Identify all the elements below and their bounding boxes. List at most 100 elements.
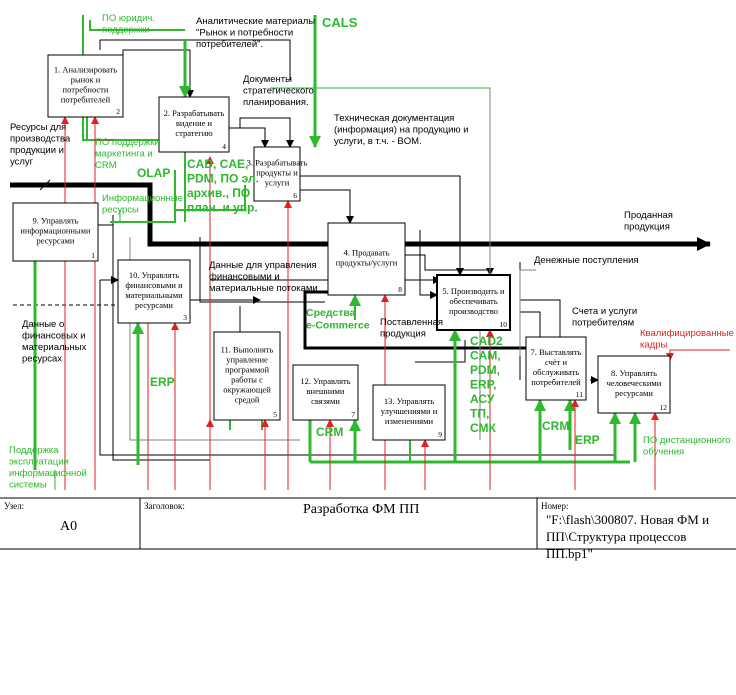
number-label: Номер: (541, 501, 569, 511)
cad2-cam-erp-label-line: ТП, (470, 407, 489, 421)
thin-green-arrows (54, 87, 490, 490)
number-value-line: ПП\Структура процессов (546, 529, 686, 544)
process-box-label-line: обслуживать (533, 367, 579, 377)
process-box-number: 7 (351, 410, 355, 419)
resources-label-line: услуг (10, 157, 34, 168)
analytic-materials-label: Аналитические материалы"Рынок и потребно… (196, 16, 315, 50)
process-box-label-line: производство (449, 306, 498, 316)
process-box-number: 4 (222, 142, 226, 151)
sold-products-label-line: продукция (624, 222, 670, 233)
sold-products-label-line: Проданная (624, 210, 673, 221)
ecommerce-label-line: Средства (306, 307, 356, 319)
title-block (0, 497, 736, 550)
cad-cae-pdm-label-line: CAD, CAE, (187, 157, 248, 171)
process-box-label-line: 12. Управлять (300, 376, 350, 386)
is-support-label-line: системы (9, 480, 47, 491)
marketing-crm-sw-label-line: маркетинга и (95, 149, 153, 160)
cad2-cam-erp-label-line: ERP, (470, 378, 496, 392)
process-box-label-line: счёт и (545, 357, 567, 367)
process-box-label-line: окружающей (223, 385, 271, 395)
process-box-label-line: 2. Разрабатывать (164, 108, 225, 118)
delivered-products-label-line: продукция (380, 329, 426, 340)
process-box-label-line: связями (311, 396, 340, 406)
info-resources-label-line: Информационные (102, 193, 183, 204)
is-support-label-line: Поддержка (9, 445, 59, 456)
title-block-text: Узел: A0 Заголовок: Разработка ФМ ПП Ном… (4, 501, 709, 561)
cad-cae-pdm-label-line: архив., ПО (187, 186, 250, 200)
strategy-docs-label-line: стратегического (243, 86, 314, 97)
process-box-label-line: услуги (265, 178, 290, 188)
process-box-label-line: 1. Анализировать (54, 65, 117, 75)
process-box-label-line: стратегию (175, 128, 213, 138)
process-box-label-line: ресурсами (37, 236, 75, 246)
erp-left-label-line: ERP (150, 375, 175, 389)
process-box-frame (253, 146, 301, 202)
process-box-number: 12 (660, 403, 668, 412)
cad2-cam-erp-label-line: CAM, (470, 349, 501, 363)
process-box-5[interactable]: 5. Производить иобеспечиватьпроизводство… (436, 274, 511, 331)
resources-label-line: производства (10, 134, 71, 145)
process-box-label-line: внешними (307, 386, 345, 396)
process-box-frame (372, 384, 446, 441)
cad-cae-pdm-label-line: PDM, ПО эл. (187, 172, 259, 186)
fin-mgmt-data-label-line: Данные для управления (209, 260, 317, 271)
process-box-11[interactable]: 11. Выполнятьуправлениепрограммойработы … (213, 331, 281, 421)
process-box-number: 9 (438, 430, 442, 439)
process-box-number: 6 (293, 191, 297, 200)
info-resources-label-line: ресурсы (102, 205, 139, 216)
fin-resources-data-label-line: материальных (22, 342, 87, 353)
olap-label: OLAP (137, 166, 170, 180)
analytic-materials-label-line: "Рынок и потребности (196, 28, 293, 39)
erp-right-label: ERP (575, 433, 600, 447)
process-box-label-line: 13. Управлять (384, 396, 434, 406)
qualified-staff-label-line: Квалифицированные (640, 328, 734, 339)
process-box-label-line: потребителей (61, 95, 111, 105)
fin-mgmt-data-label-line: материальные потоками (209, 283, 318, 294)
process-box-frame (47, 54, 124, 118)
legal-support-sw-label-line: ПО юридич. (102, 13, 155, 24)
is-support-label-line: эксплуатации (9, 457, 69, 468)
tech-docs-label-line: Техническая документация (334, 113, 454, 124)
process-box-label-line: продукты и (256, 168, 298, 178)
cad-cae-pdm-label-line: план. и упр. (187, 201, 258, 215)
strategy-docs-label-line: планирования. (243, 97, 309, 108)
red-arrows (61, 116, 730, 490)
process-box-label-line: финансовыми и (125, 280, 183, 290)
invoices-label-line: потребителям (572, 318, 634, 329)
process-box-frame (12, 202, 99, 262)
ecommerce-label-line: e-Commerce (306, 320, 370, 332)
process-box-label-line: материальными (125, 290, 183, 300)
strategy-docs-label-line: Документы (243, 74, 292, 85)
delivered-products-label-line: Поставленная (380, 317, 443, 328)
cad2-cam-erp-label-line: АСУ (470, 392, 495, 406)
process-box-number: 1 (91, 251, 95, 260)
process-box-label-line: потребности (63, 85, 109, 95)
process-box-label-line: управление (226, 355, 268, 365)
erp-right-label-line: ERP (575, 433, 600, 447)
process-box-label-line: работы с (231, 375, 263, 385)
legal-support-sw-label: ПО юридич.поддержки (102, 13, 155, 36)
process-box-frame (117, 259, 191, 324)
